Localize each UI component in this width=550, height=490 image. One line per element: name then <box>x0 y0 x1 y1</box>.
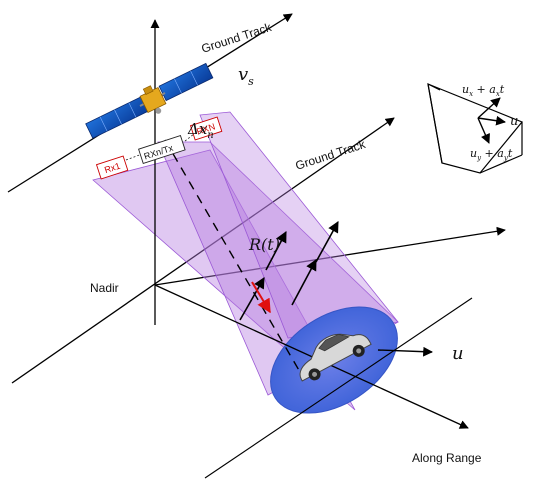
inset-arrow-ux <box>477 97 501 119</box>
solar-panel-right <box>158 62 214 102</box>
satellite-body <box>139 85 167 114</box>
beam-right <box>199 111 399 339</box>
cross-axis-line <box>154 226 506 286</box>
range-arrow-3 <box>291 259 317 306</box>
line-of-sight-dashed <box>164 139 301 373</box>
inset-uy-label: uy + ayt <box>470 147 513 162</box>
rx1-label: Rx1 <box>103 161 121 175</box>
ground-track-line-mid <box>11 117 395 384</box>
slant-range-label: R(t) <box>248 235 280 254</box>
rxn-tx-box <box>138 135 186 165</box>
ground-track-label-mid: Ground Track <box>294 137 368 173</box>
rxN-box <box>189 116 223 141</box>
array-link-right <box>184 133 195 142</box>
car-velocity-arrow <box>377 346 433 357</box>
rx1-box <box>95 155 129 180</box>
along-range-label: Along Range <box>412 451 482 465</box>
range-arrows <box>239 221 339 321</box>
satellite-velocity-label: vs <box>238 64 254 88</box>
ground-track-label-top: Ground Track <box>200 20 274 56</box>
range-arrow-2 <box>265 231 287 271</box>
solar-panel-left <box>85 95 151 139</box>
array-link-left <box>125 153 143 161</box>
target-velocity-arrow <box>251 281 271 314</box>
baseline-label: Δxn <box>187 120 214 141</box>
range-arrow-4 <box>315 221 339 263</box>
inset-back-edge-top <box>427 83 441 91</box>
along-range-line <box>154 284 469 429</box>
satellite-icon <box>85 62 214 139</box>
inset-bottom-edge <box>479 154 523 174</box>
nadir-label: Nadir <box>90 281 119 295</box>
inset-arrow-u <box>477 115 506 126</box>
inset-u-label: u <box>510 114 518 129</box>
range-arrow-1 <box>239 277 265 321</box>
inset-back-edge <box>427 83 443 164</box>
inset-ux-label: ux + axt <box>462 83 505 98</box>
car-icon <box>299 333 372 382</box>
velocity-decomposition-inset: ux + axt u uy + ayt <box>427 83 523 174</box>
target-velocity-label: u <box>452 343 464 364</box>
inset-arrow-uy <box>477 117 490 144</box>
front-ground-line <box>204 297 473 479</box>
